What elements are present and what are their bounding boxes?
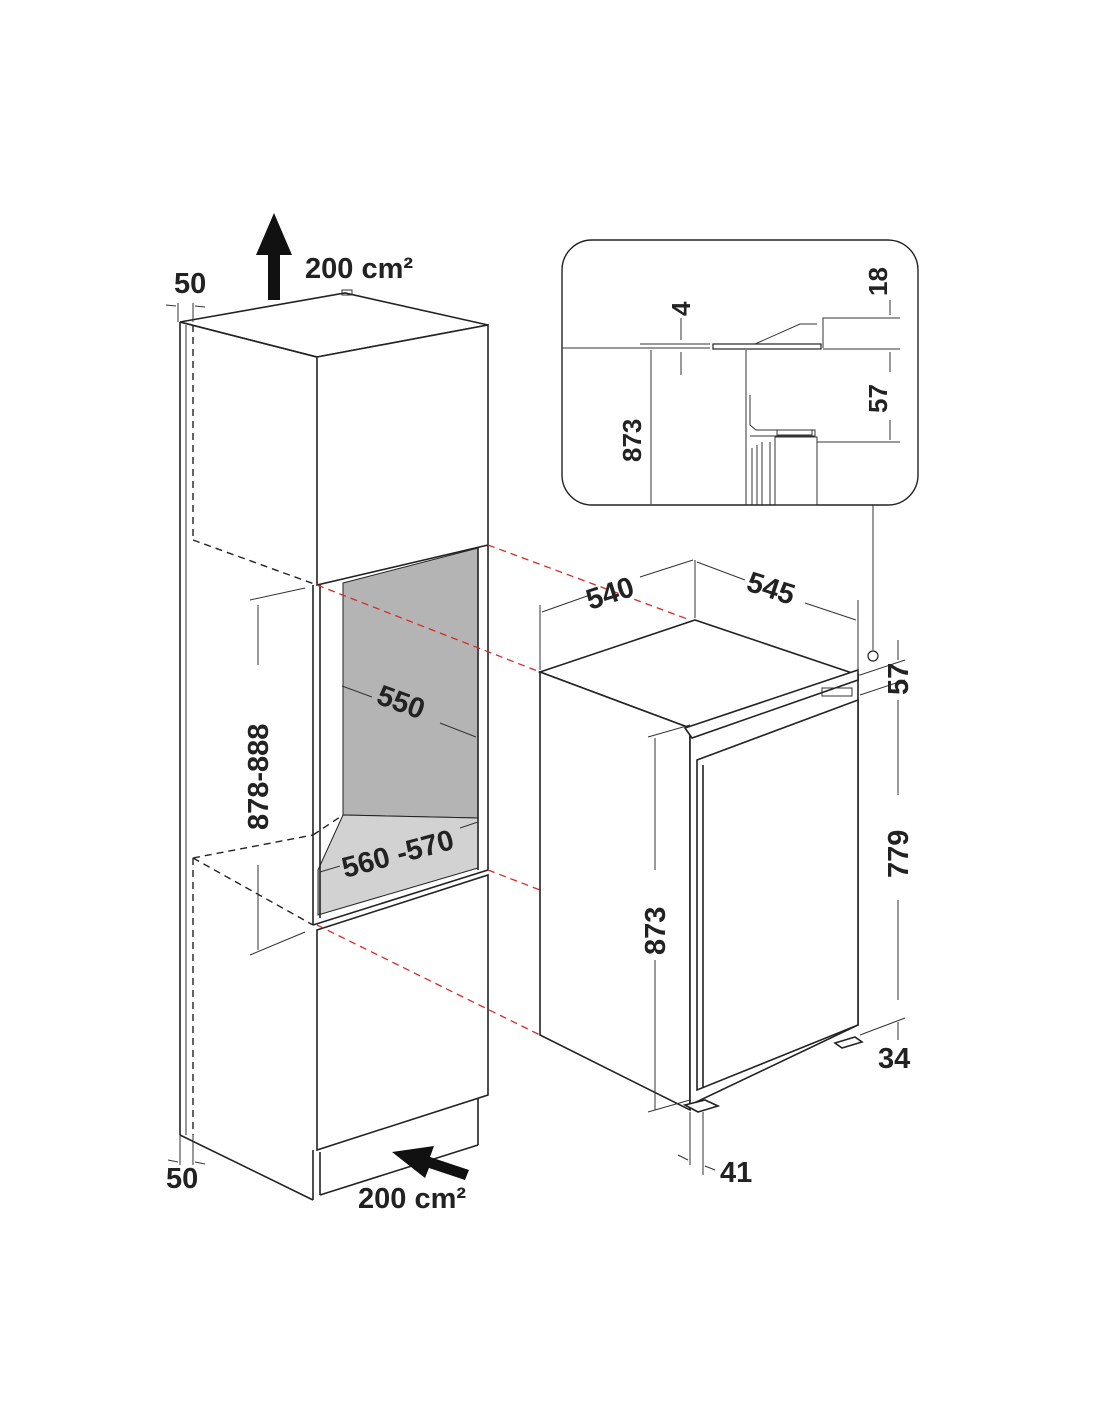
- detail-gap-label: 4: [666, 301, 696, 316]
- door-height-label: 779: [883, 830, 915, 878]
- detail-height-label: 873: [617, 419, 647, 462]
- vent-in-arrow-icon: [392, 1146, 469, 1180]
- appliance-depth-label: 545: [743, 566, 799, 611]
- niche-height-label: 878-888: [243, 724, 275, 830]
- appliance-width-label: 540: [582, 571, 638, 616]
- niche-back-wall: [342, 547, 479, 819]
- detail-inset: [561, 239, 919, 506]
- bottom-offset-label: 34: [878, 1043, 910, 1075]
- door-thickness-label: 41: [720, 1157, 752, 1189]
- appliance-height-label: 873: [640, 907, 672, 955]
- detail-offset-label: 57: [863, 384, 893, 413]
- appliance: [537, 619, 864, 1113]
- niche-height-dimension: [249, 587, 306, 956]
- vent-bottom-label: 200 cm²: [358, 1183, 466, 1215]
- vent-top-label: 200 cm²: [305, 253, 413, 285]
- alignment-guides: [316, 544, 691, 1036]
- vent-up-arrow-icon: [256, 213, 292, 300]
- detail-callout-marker: [867, 650, 879, 662]
- gap-top-label: 50: [174, 268, 206, 300]
- tall-cabinet: [179, 289, 489, 1201]
- detail-panel-label: 18: [863, 267, 893, 296]
- top-offset-label: 57: [883, 663, 915, 695]
- gap-bottom-label: 50: [166, 1163, 198, 1195]
